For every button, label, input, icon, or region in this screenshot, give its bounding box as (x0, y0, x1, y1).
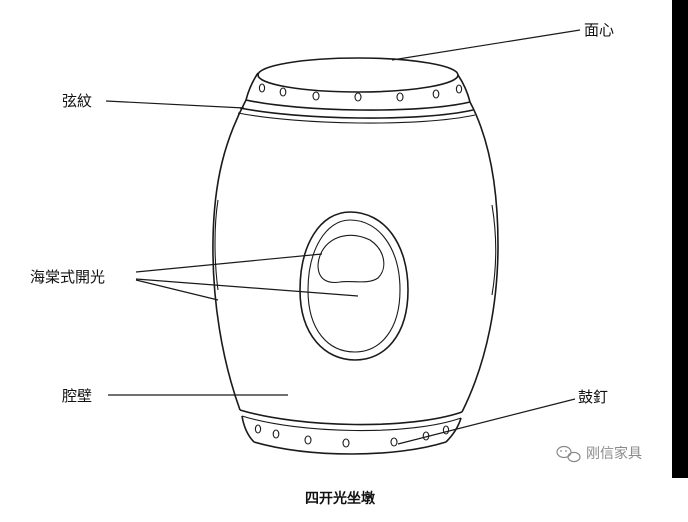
label-top-surface: 面心 (584, 21, 614, 39)
body-side-shading-left (214, 199, 219, 291)
top-band (245, 72, 471, 111)
drum-nail (272, 429, 280, 439)
label-opening: 海棠式開光 (30, 268, 105, 286)
top-drum-nails (258, 83, 463, 102)
top-surface (257, 57, 459, 93)
bottom-band (241, 415, 462, 455)
leader-string-pattern (105, 100, 245, 109)
drum-nail (254, 424, 262, 434)
wechat-icon (556, 445, 581, 463)
leader-opening-1 (135, 253, 323, 273)
leader-top-surface (391, 29, 581, 61)
opening-inner (307, 219, 401, 353)
drum-nail (312, 91, 320, 101)
bottom-string-line-2 (241, 415, 462, 432)
drum-nail (390, 437, 398, 447)
bottom-drum-nails (254, 424, 450, 448)
drum-nail (342, 438, 350, 448)
stool-body-outline (212, 99, 499, 413)
drum-nail (258, 83, 266, 93)
drum-nail (354, 92, 362, 102)
drum-nail (455, 84, 463, 94)
stool-drawing (212, 57, 499, 455)
label-wall: 腔壁 (62, 387, 92, 405)
opening-outer (299, 211, 409, 361)
watermark: 刚信家具 (556, 445, 642, 463)
drum-nail (432, 89, 440, 99)
label-drum-nails: 鼓釘 (578, 388, 608, 406)
bottom-string-line (239, 409, 463, 426)
label-string-pattern: 弦紋 (62, 92, 92, 110)
drum-nail (396, 92, 404, 102)
right-edge-bar (672, 0, 688, 478)
leader-opening-2 (135, 278, 359, 297)
drum-nail (304, 435, 312, 445)
drum-nail (442, 425, 450, 435)
figure-caption: 四开光坐墩 (305, 490, 376, 507)
leader-drum-nails (397, 398, 576, 445)
body-side-shading-right (491, 204, 497, 296)
string-pattern-line-2 (237, 112, 476, 124)
leader-opening-3 (135, 279, 219, 301)
opening-inner-crescent (317, 234, 385, 284)
string-pattern-line (239, 107, 474, 119)
watermark-text: 刚信家具 (586, 445, 642, 462)
drum-nail (279, 87, 287, 97)
